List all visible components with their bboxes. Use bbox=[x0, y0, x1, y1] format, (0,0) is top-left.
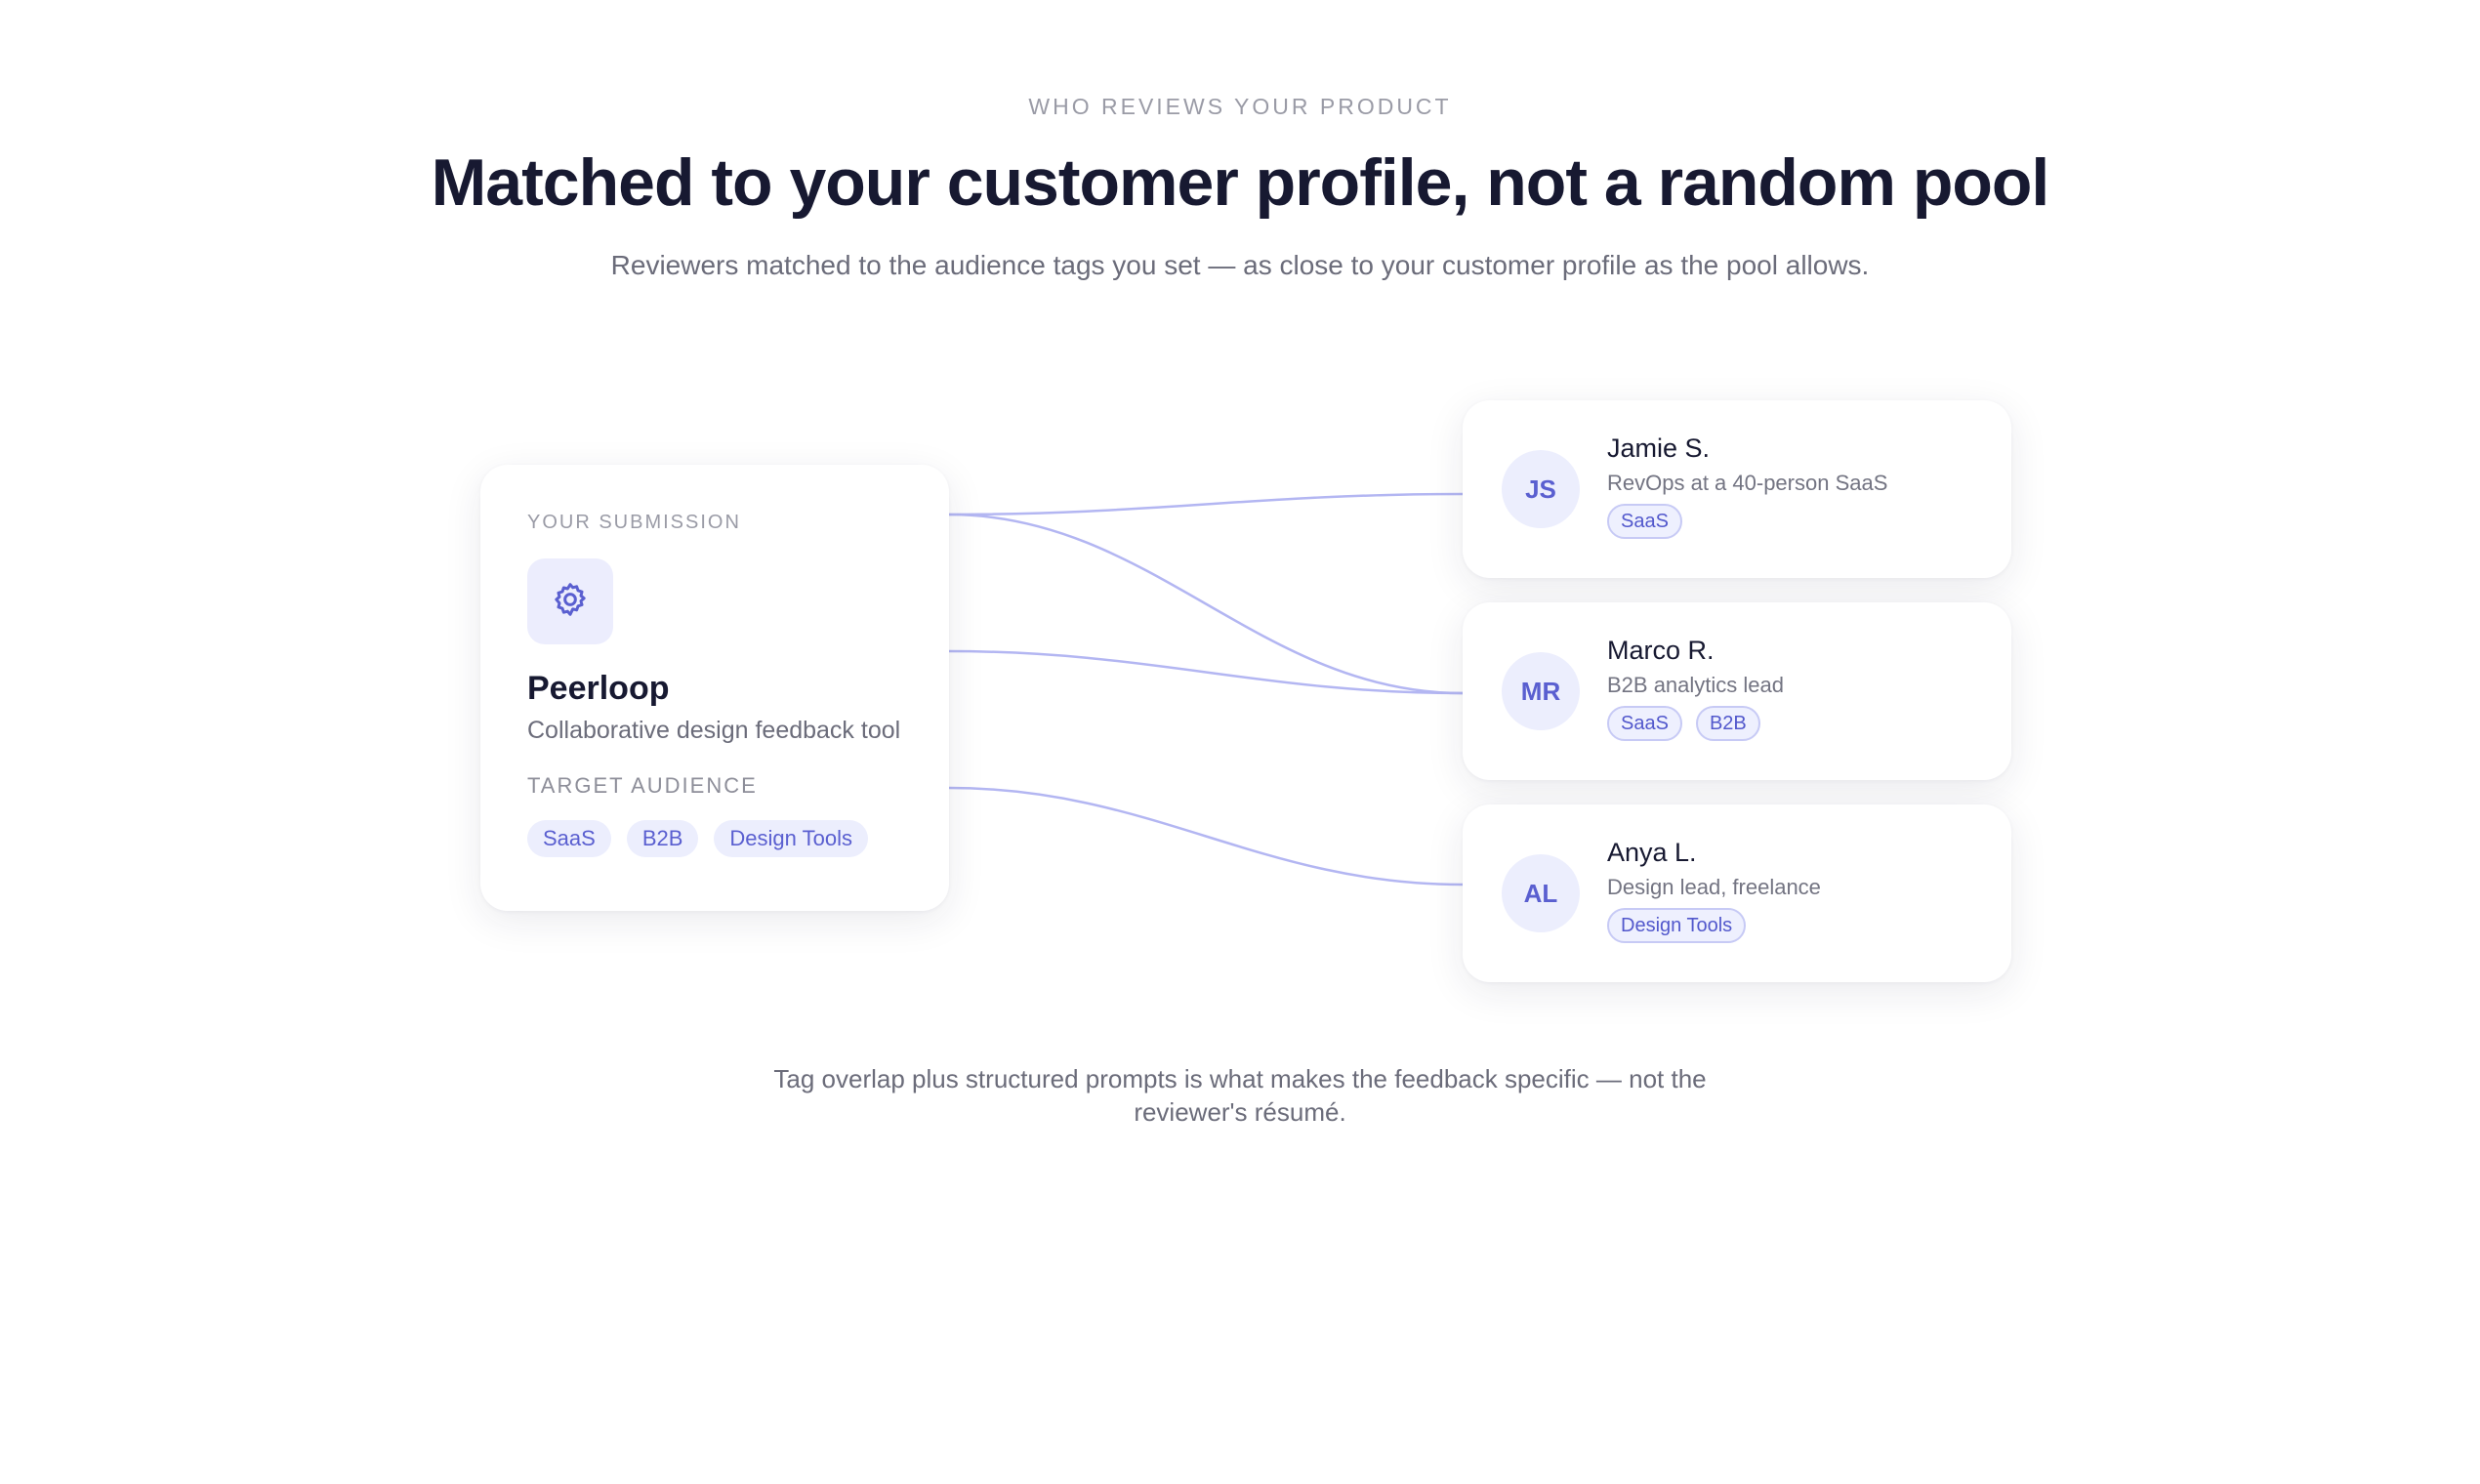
connector-design-tools-to-anya bbox=[948, 786, 1464, 886]
reviewer-tags: SaaS B2B bbox=[1607, 706, 1760, 741]
target-audience-label: TARGET AUDIENCE bbox=[527, 773, 758, 798]
section-eyebrow: WHO REVIEWS YOUR PRODUCT bbox=[1028, 94, 1452, 119]
avatar: JS bbox=[1502, 450, 1580, 528]
connector-saas-to-jamie bbox=[948, 492, 1464, 516]
reviewer-name: Jamie S. bbox=[1607, 433, 1711, 463]
reviewer-tag-design-tools: Design Tools bbox=[1607, 908, 1747, 943]
section-subhead: Reviewers matched to the audience tags y… bbox=[610, 250, 1870, 280]
reviewer-role: Design lead, freelance bbox=[1607, 875, 1821, 899]
reviewer-tag-b2b: B2B bbox=[1695, 706, 1760, 741]
avatar: MR bbox=[1502, 652, 1580, 730]
footer-note: Tag overlap plus structured prompts is w… bbox=[773, 1064, 1707, 1127]
reviewer-card-jamie: JS Jamie S. RevOps at a 40-person SaaS S… bbox=[1463, 400, 2011, 578]
reviewer-name: Marco R. bbox=[1607, 636, 1715, 665]
submission-label: YOUR SUBMISSION bbox=[527, 512, 741, 533]
reviewer-tags: Design Tools bbox=[1607, 908, 1747, 943]
reviewer-card-anya: AL Anya L. Design lead, freelance Design… bbox=[1463, 804, 2011, 982]
reviewer-tag-saas: SaaS bbox=[1607, 504, 1682, 539]
section-headline: Matched to your customer profile, not a … bbox=[431, 145, 2050, 220]
reviewer-tags: SaaS bbox=[1607, 504, 1682, 539]
reviewer-role: RevOps at a 40-person SaaS bbox=[1607, 471, 1888, 495]
target-audience-tags: SaaS B2B Design Tools bbox=[527, 820, 868, 857]
product-description: Collaborative design feedback tool bbox=[527, 717, 901, 744]
avatar: AL bbox=[1502, 854, 1580, 932]
gear-icon bbox=[551, 580, 590, 624]
reviewer-role: B2B analytics lead bbox=[1607, 673, 1784, 697]
reviewer-name: Anya L. bbox=[1607, 838, 1697, 867]
product-icon-tile bbox=[527, 558, 613, 644]
connector-saas-to-marco bbox=[948, 513, 1464, 695]
audience-tag-b2b: B2B bbox=[626, 820, 699, 857]
connector-b2b-to-marco bbox=[948, 649, 1464, 695]
submission-card: YOUR SUBMISSION Peerloop Collaborative d… bbox=[480, 465, 949, 911]
reviewer-card-marco: MR Marco R. B2B analytics lead SaaS B2B bbox=[1463, 602, 2011, 780]
audience-tag-saas: SaaS bbox=[527, 820, 611, 857]
product-name: Peerloop bbox=[527, 670, 670, 707]
reviewer-tag-saas: SaaS bbox=[1607, 706, 1682, 741]
audience-tag-design-tools: Design Tools bbox=[714, 820, 868, 857]
